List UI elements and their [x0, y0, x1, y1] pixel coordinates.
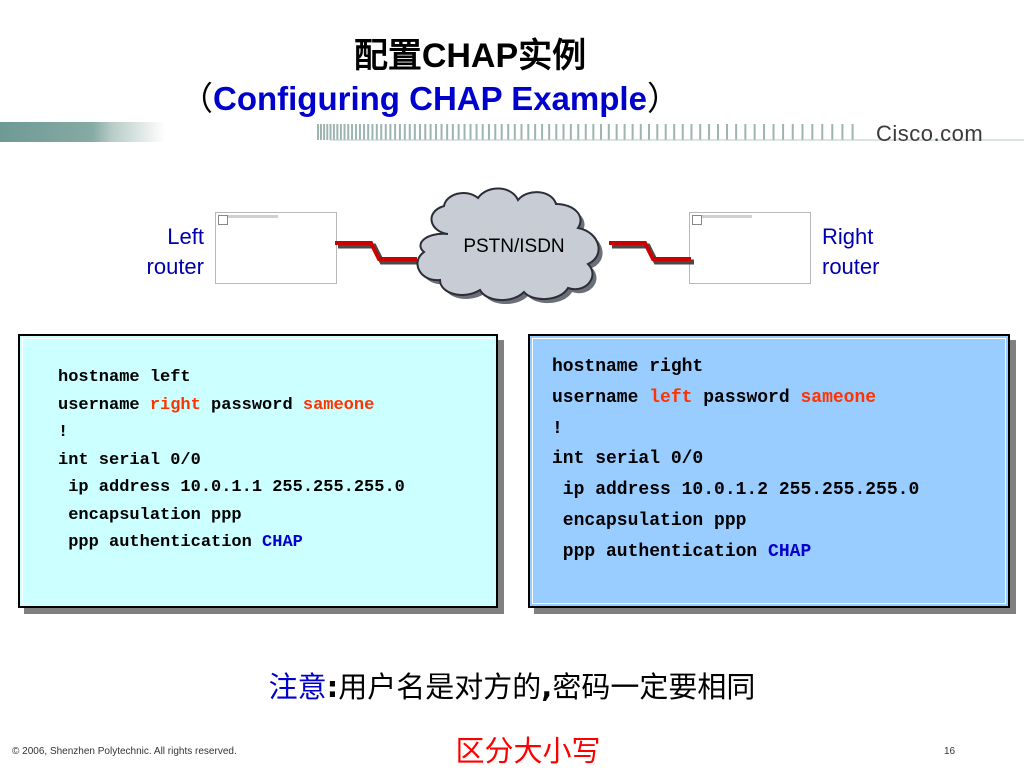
cloud-label: PSTN/ISDN: [463, 236, 565, 257]
note-label: 注意: [268, 670, 327, 704]
left-config-password: sameone: [302, 395, 375, 415]
right-config-password: sameone: [800, 387, 877, 408]
network-diagram: [335, 187, 694, 305]
cisco-logo: Cisco.com: [876, 121, 984, 146]
right-router-image: [689, 212, 811, 284]
page-title-english: （Configuring CHAP Example）: [180, 79, 680, 118]
right-config-chap: CHAP: [768, 541, 812, 562]
left-config-username: right: [149, 395, 201, 415]
page-number: 16: [944, 746, 956, 757]
case-sensitive-note: 区分大小写: [455, 734, 601, 768]
left-router-image: [215, 212, 337, 284]
right-serial-link: [609, 241, 694, 265]
broken-image-icon: [692, 215, 702, 225]
title-chap: CHAP: [421, 37, 519, 75]
right-config-username: left: [649, 387, 693, 408]
note-text: 注意:用户名是对方的,密码一定要相同: [268, 670, 756, 704]
left-config-chap: CHAP: [262, 533, 303, 552]
left-serial-link: [335, 241, 420, 265]
copyright-footer: © 2006, Shenzhen Polytechnic. All rights…: [12, 746, 237, 757]
header-stripe: [0, 122, 1024, 142]
pstn-isdn-cloud: [416, 187, 603, 305]
broken-image-icon: [218, 215, 228, 225]
page-title-chinese: 配置CHAP实例: [353, 36, 587, 76]
